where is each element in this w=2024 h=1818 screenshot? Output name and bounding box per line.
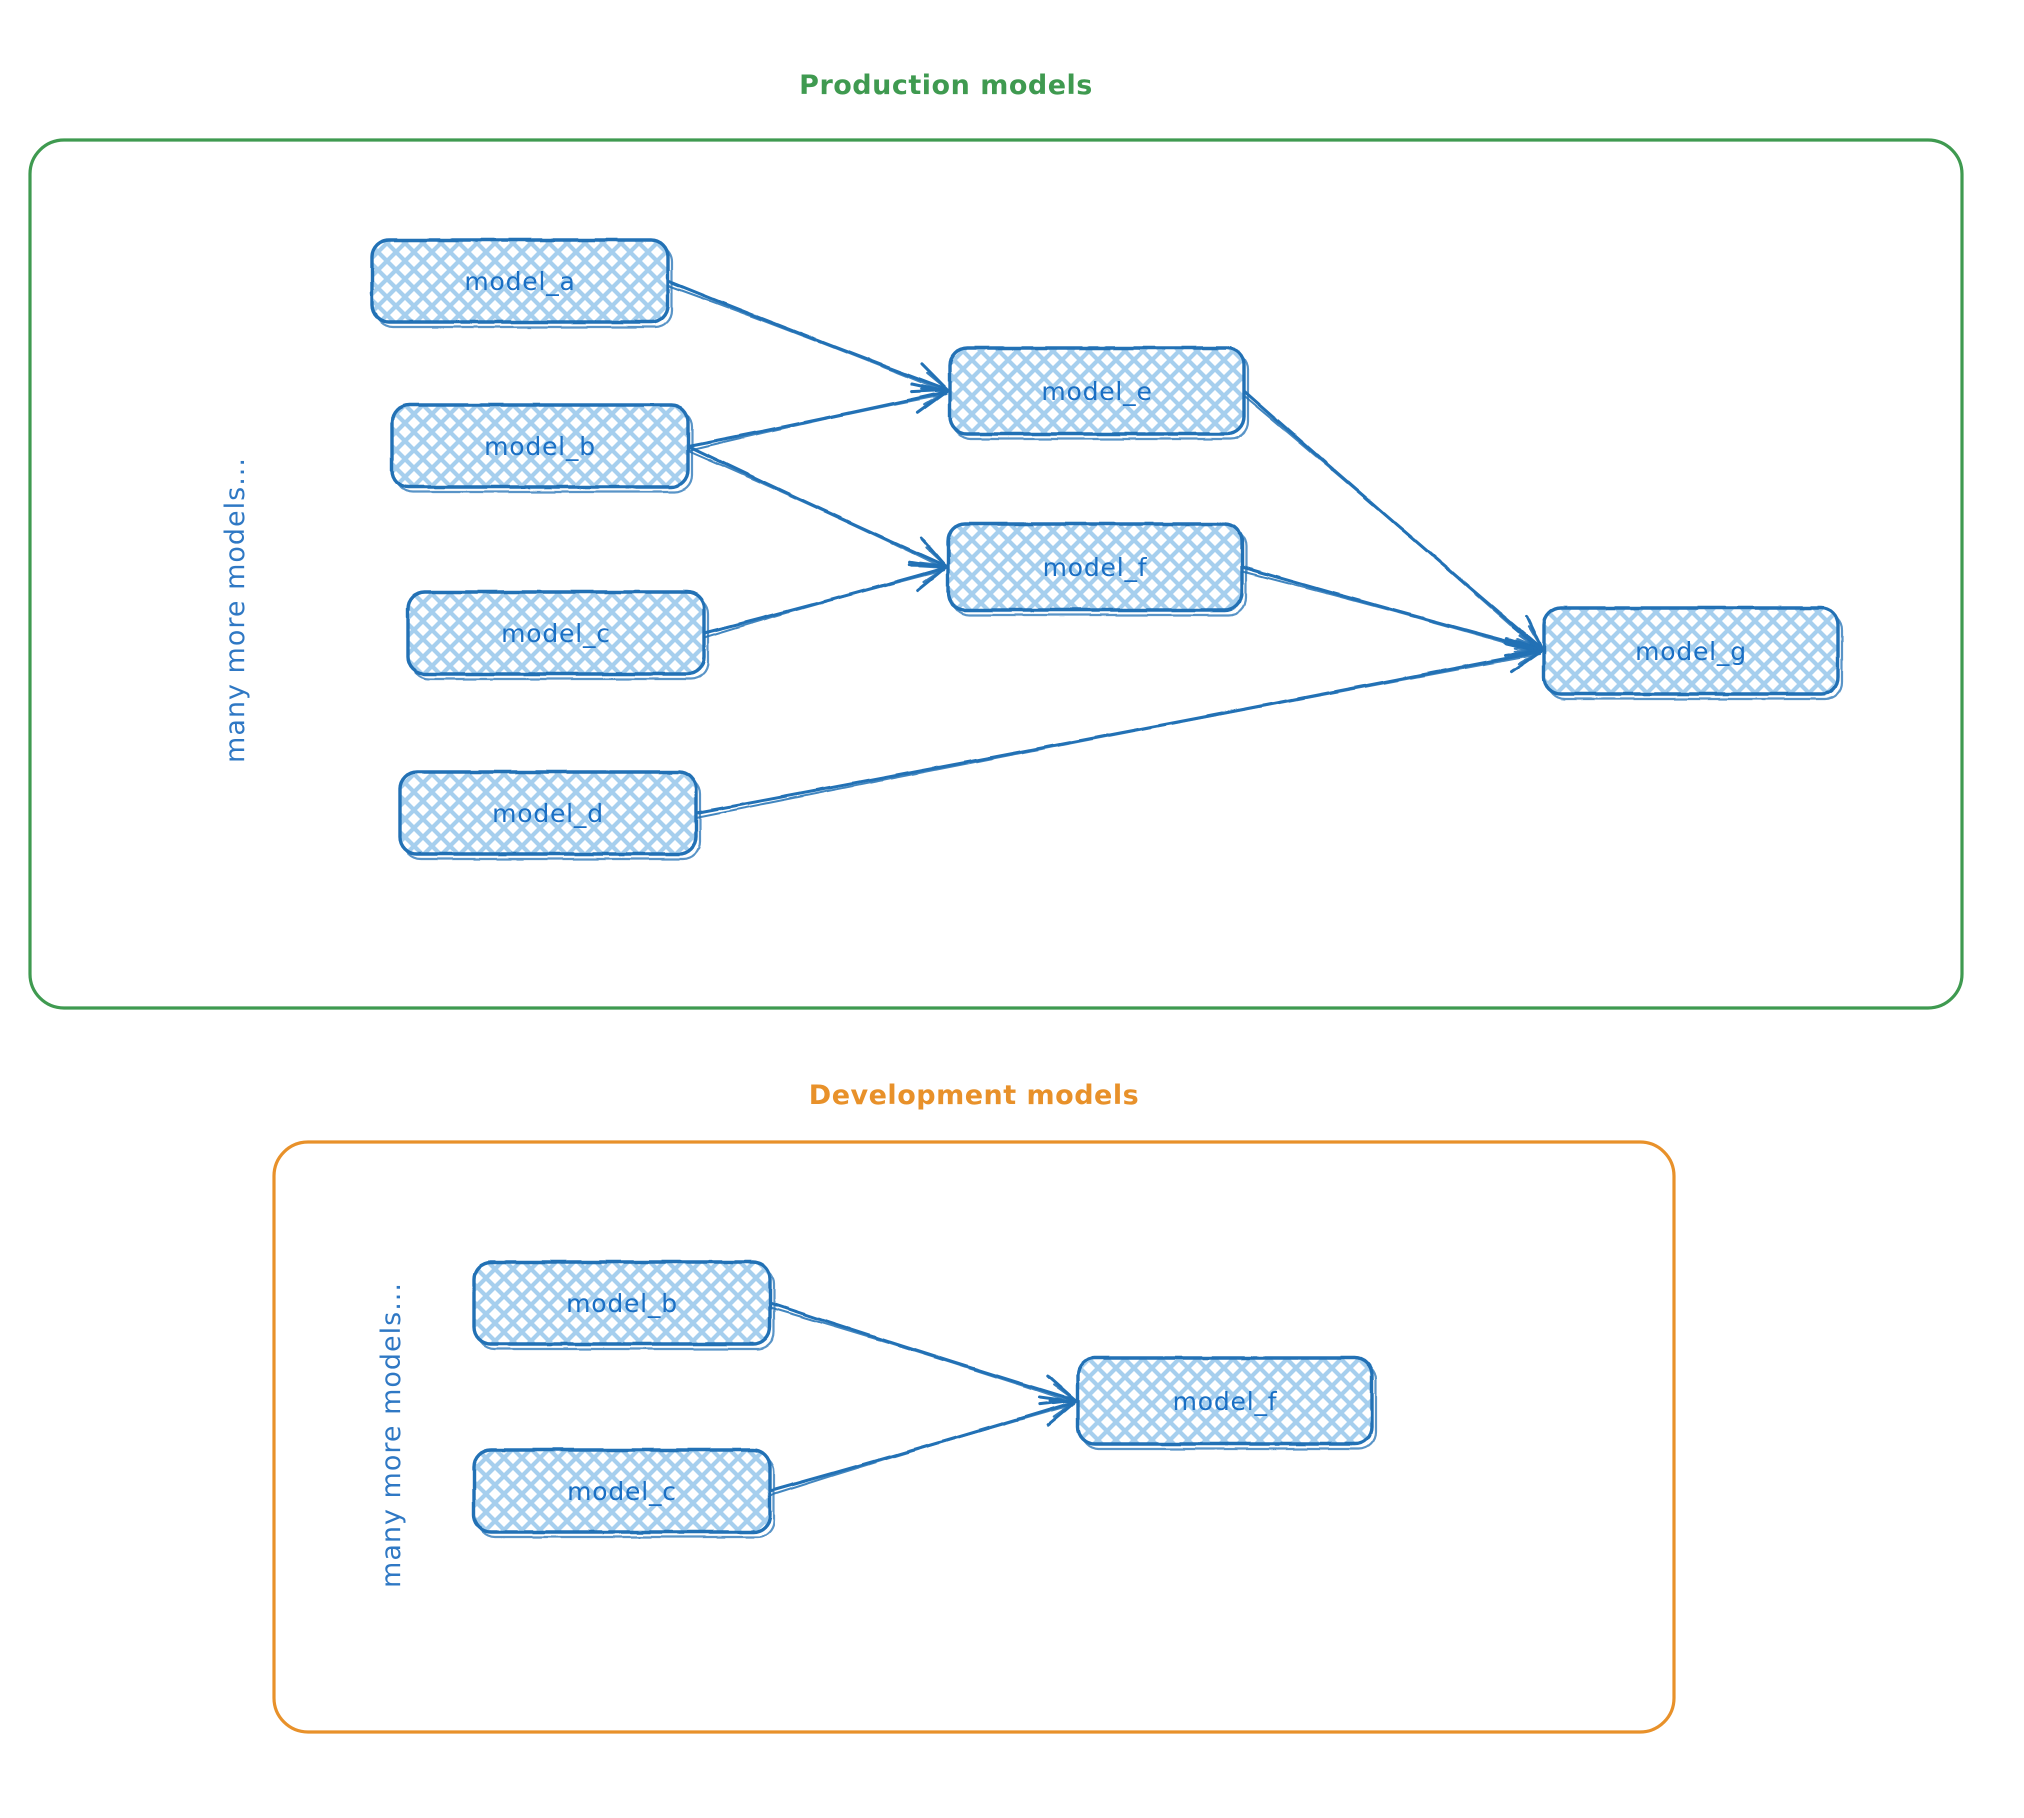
node-label: model_e [1041, 377, 1152, 406]
edge-prod_model_d-to-prod_model_g [694, 641, 1543, 819]
node-fill [408, 592, 704, 674]
group-development [272, 1140, 1676, 1734]
node-label: model_c [501, 619, 611, 648]
edge-arrowhead-inner [918, 565, 947, 584]
edge-stroke-primary [694, 650, 1543, 815]
node-outline [472, 1260, 772, 1346]
node-label: model_g [1635, 637, 1747, 666]
edge-stroke-primary [768, 1400, 1077, 1493]
labels-layer: Production models many more models... Deve… [220, 70, 1139, 1588]
node-fill [392, 405, 688, 487]
group-border-production [28, 138, 1964, 1010]
node-fill [1078, 1358, 1372, 1444]
node-fill [400, 772, 696, 854]
node-outline [406, 590, 706, 676]
edge-prod_model_e-to-prod_model_g [1242, 389, 1544, 653]
node-label: model_f [1173, 1387, 1278, 1416]
node-outline [390, 403, 690, 489]
node-label: model_f [1043, 553, 1148, 582]
node-prod_model_c[interactable]: model_c [406, 590, 710, 681]
edge-dev_model_b-to-dev_model_f [768, 1301, 1077, 1406]
node-fill [474, 1262, 770, 1344]
group-side-label-production: many more models... [220, 457, 251, 763]
node-fill [948, 524, 1242, 610]
edge-stroke-primary [666, 279, 949, 392]
node-label: model_c [567, 1477, 677, 1506]
edge-stroke-primary [702, 566, 947, 635]
node-dev_model_c[interactable]: model_c [472, 1448, 776, 1539]
edge-arrowhead-inner [1048, 1399, 1077, 1418]
node-prod_model_g[interactable]: model_g [1542, 606, 1844, 701]
node-fill [372, 240, 668, 322]
edge-stroke-secondary [1243, 394, 1542, 653]
edge-dev_model_c-to-dev_model_f [768, 1395, 1077, 1497]
node-outline [1542, 606, 1840, 696]
edge-stroke-secondary [687, 393, 948, 452]
group-production [28, 138, 1964, 1010]
node-prod_model_b[interactable]: model_b [390, 403, 694, 494]
node-outline [1076, 1356, 1374, 1446]
group-border-development [272, 1140, 1676, 1734]
node-dev_model_f[interactable]: model_f [1076, 1356, 1378, 1451]
edge-prod_model_c-to-prod_model_f [702, 560, 947, 639]
edge-stroke-secondary [769, 1403, 1076, 1497]
node-fill [474, 1450, 770, 1532]
edge-prod_model_b-to-prod_model_f [686, 444, 947, 570]
node-prod_model_d[interactable]: model_d [398, 770, 702, 861]
edge-stroke-primary [686, 390, 949, 448]
node-fill [1544, 608, 1838, 694]
group-side-label-development: many more models... [376, 1282, 407, 1588]
node-label: model_a [464, 267, 575, 296]
edge-stroke-primary [686, 444, 947, 568]
edge-stroke-secondary [769, 1306, 1076, 1404]
node-prod_model_f[interactable]: model_f [946, 522, 1248, 617]
edge-prod_model_a-to-prod_model_e [666, 279, 949, 394]
nodes-layer: model_a model_b model_c model_d model_emodel… [370, 238, 1844, 1539]
node-outline [472, 1448, 772, 1534]
node-dev_model_b[interactable]: model_b [472, 1260, 776, 1351]
group-title-development: Development models [809, 1080, 1139, 1111]
node-outline [948, 346, 1246, 436]
node-prod_model_e[interactable]: model_e [948, 346, 1250, 441]
node-label: model_b [566, 1289, 678, 1318]
node-outline [398, 770, 698, 856]
edge-arrowhead-inner [920, 387, 949, 406]
node-outline [946, 522, 1244, 612]
node-label: model_b [484, 432, 596, 461]
edge-stroke-secondary [687, 449, 946, 570]
group-containers [28, 138, 1964, 1734]
edge-stroke-secondary [695, 653, 1542, 819]
group-title-production: Production models [799, 70, 1093, 101]
edge-stroke-secondary [1241, 570, 1542, 654]
edge-arrowhead-inner [1514, 647, 1543, 666]
edges-layer [666, 279, 1544, 1497]
edge-stroke-primary [768, 1301, 1077, 1402]
node-outline [370, 238, 670, 324]
node-label: model_d [492, 799, 604, 828]
edge-stroke-secondary [667, 284, 948, 394]
edge-prod_model_b-to-prod_model_e [686, 382, 949, 452]
node-prod_model_a[interactable]: model_a [370, 238, 674, 329]
edge-stroke-secondary [703, 569, 946, 639]
node-fill [950, 348, 1244, 434]
